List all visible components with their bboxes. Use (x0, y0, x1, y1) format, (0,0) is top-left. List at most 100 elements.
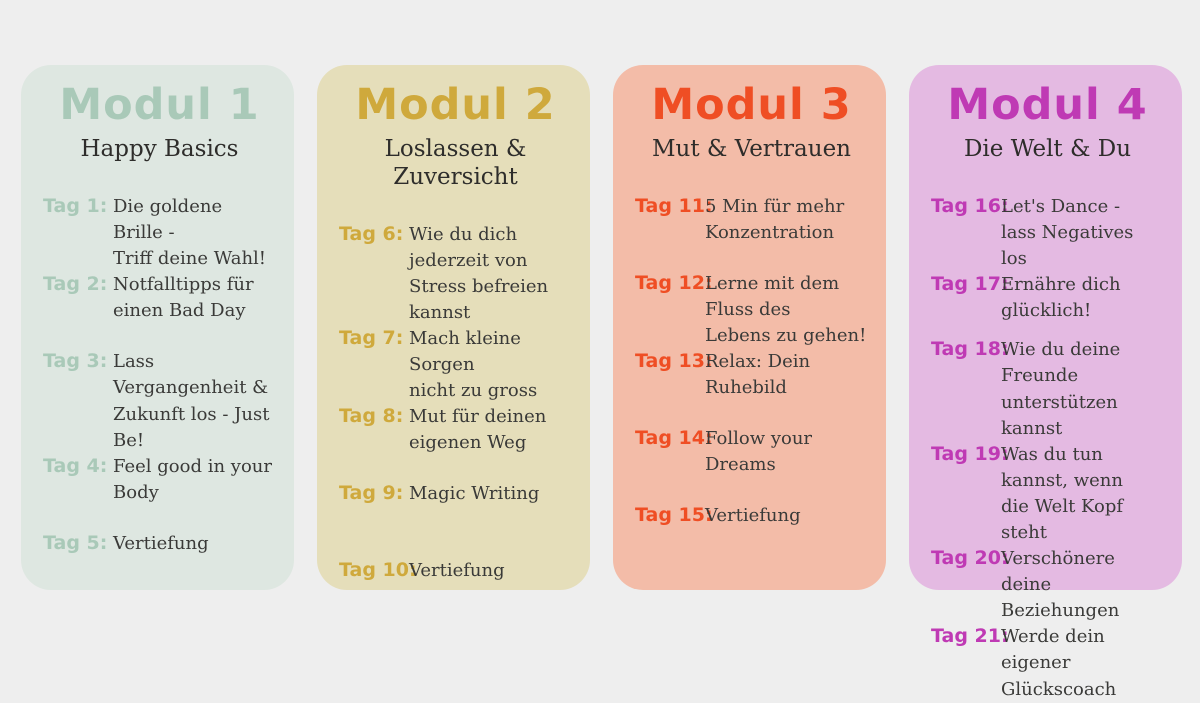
day-text: Wie du deine Freunde unterstützen kannst (993, 337, 1164, 441)
day-label: Tag 21: (931, 625, 1009, 648)
day-item-16: Tag 16: Let's Dance - lass Negatives los (931, 194, 1164, 272)
module-card-1: Modul 1 Happy Basics Tag 1: Die goldene … (21, 65, 294, 590)
day-label: Tag 19: (931, 442, 1009, 465)
day-text-line2: Stress befreien kannst (409, 275, 549, 323)
day-text-line2: Konzentration (705, 222, 835, 244)
day-item-3: Tag 3: Lass Vergangenheit & Zukunft los … (43, 349, 276, 453)
day-item-9: Tag 9: Magic Writing (339, 481, 572, 558)
day-text-line1: Wie du deine Freunde (1001, 339, 1121, 387)
day-label: Tag 11: (635, 195, 713, 218)
module-4-title: Modul 4 (947, 80, 1148, 130)
day-item-17: Tag 17: Ernähre dich glücklich! (931, 272, 1164, 337)
day-item-5: Tag 5: Vertiefung (43, 531, 276, 608)
day-label: Tag 8: (339, 405, 404, 428)
day-text-line2: Beziehungen (1001, 600, 1120, 622)
day-text-line1: Die goldene Brille - (113, 196, 223, 244)
day-label: Tag 1: (43, 195, 108, 218)
day-label: Tag 17: (931, 273, 1009, 296)
day-label: Tag 18: (931, 338, 1009, 361)
day-text: Let's Dance - lass Negatives los (993, 194, 1164, 272)
day-label: Tag 14: (635, 427, 713, 450)
module-2-day-list: Tag 6: Wie du dich jederzeit von Stress … (339, 222, 572, 636)
day-text-line2: nicht zu gross (409, 380, 538, 402)
day-label: Tag 5: (43, 531, 108, 554)
day-label: Tag 2: (43, 273, 108, 296)
day-label: Tag 9: (339, 482, 404, 505)
day-text: Magic Writing (401, 481, 572, 507)
day-text-line1: Mach kleine Sorgen (409, 328, 521, 376)
day-text-line1: Vertiefung (113, 532, 209, 554)
module-4-subtitle: Die Welt & Du (963, 136, 1132, 163)
day-label: Tag 7: (339, 327, 404, 349)
day-text: Die goldene Brille - Triff deine Wahl! (105, 194, 276, 272)
day-text-line2: einen Bad Day (113, 300, 246, 322)
day-text-line2: die Welt Kopf steht (1001, 495, 1124, 543)
day-text-line1: Mut für deinen (409, 406, 547, 428)
day-label: Tag 3: (43, 350, 108, 373)
module-4-day-list: Tag 16: Let's Dance - lass Negatives los… (931, 194, 1164, 703)
day-text: Mut für deinen eigenen Weg (401, 404, 572, 456)
day-label: Tag 12: (635, 272, 713, 295)
day-label: Tag 13: (635, 350, 713, 373)
day-text-line1: 5 Min für mehr (705, 196, 845, 218)
day-text: Mach kleine Sorgen nicht zu gross (401, 326, 572, 404)
day-text: Werde dein eigener Glückscoach (993, 624, 1164, 702)
day-item-15: Tag 15: Vertiefung (635, 503, 868, 580)
day-text-line1: Vertiefung (409, 560, 505, 582)
day-text-line1: Magic Writing (409, 483, 540, 505)
day-item-7: Tag 7: Mach kleine Sorgen nicht zu gross (339, 326, 572, 404)
day-text: Follow your Dreams (697, 426, 868, 478)
day-text: Wie du dich jederzeit von Stress befreie… (401, 222, 572, 326)
day-text-line2: Glückscoach (1001, 678, 1117, 700)
day-text-line1: Follow your Dreams (705, 428, 813, 476)
day-text: Was du tun kannst, wenn die Welt Kopf st… (993, 442, 1164, 546)
day-text: Notfalltipps für einen Bad Day (105, 272, 276, 324)
day-text-line2: Lebens zu gehen! (705, 325, 867, 347)
day-item-14: Tag 14: Follow your Dreams (635, 426, 868, 503)
day-item-21: Tag 21: Werde dein eigener Glückscoach (931, 624, 1164, 702)
module-2-subtitle: Loslassen & Zuversicht (384, 136, 527, 191)
day-text-line1: Relax: Dein Ruhebild (705, 351, 811, 399)
day-item-4: Tag 4: Feel good in your Body (43, 454, 276, 531)
day-text-line1: Let's Dance - (1001, 196, 1121, 218)
day-text: Vertiefung (401, 558, 572, 584)
day-text-line1: Werde dein eigener (1001, 626, 1105, 674)
day-item-10: Tag 10: Vertiefung (339, 558, 572, 635)
day-item-19: Tag 19: Was du tun kannst, wenn die Welt… (931, 442, 1164, 546)
day-item-2: Tag 2: Notfalltipps für einen Bad Day (43, 272, 276, 349)
module-3-day-list: Tag 11: 5 Min für mehr Konzentration Tag… (635, 194, 868, 580)
day-text: Lass Vergangenheit & Zukunft los - Just … (105, 349, 276, 453)
day-label: Tag 15: (635, 504, 713, 527)
day-label: Tag 4: (43, 454, 108, 477)
module-1-subtitle: Happy Basics (80, 136, 239, 163)
day-text: Vertiefung (105, 531, 276, 557)
day-text-line1: Lass Vergangenheit & (113, 351, 269, 399)
day-text: Verschönere deine Beziehungen (993, 546, 1164, 624)
module-2-title: Modul 2 (355, 80, 556, 130)
day-text: Vertiefung (697, 503, 868, 529)
day-label: Tag 10: (339, 559, 417, 582)
day-label: Tag 16: (931, 195, 1009, 218)
day-item-20: Tag 20: Verschönere deine Beziehungen (931, 546, 1164, 624)
day-text-line2: unterstützen kannst (1001, 391, 1118, 439)
day-text-line2: Zukunft los - Just Be! (113, 403, 270, 451)
day-text-line1: Verschönere deine (1001, 548, 1115, 596)
module-card-4: Modul 4 Die Welt & Du Tag 16: Let's Danc… (909, 65, 1182, 700)
module-card-3: Modul 3 Mut & Vertrauen Tag 11: 5 Min fü… (613, 65, 886, 590)
day-text: Feel good in your Body (105, 454, 276, 506)
day-item-6: Tag 6: Wie du dich jederzeit von Stress … (339, 222, 572, 326)
day-item-13: Tag 13: Relax: Dein Ruhebild (635, 349, 868, 426)
day-text: Ernähre dich glücklich! (993, 272, 1164, 324)
day-text-line2: Triff deine Wahl! (113, 248, 267, 270)
module-1-title: Modul 1 (59, 80, 260, 130)
day-text-line1: Lerne mit dem Fluss des (705, 273, 840, 321)
day-item-1: Tag 1: Die goldene Brille - Triff deine … (43, 194, 276, 272)
day-text-line1: Ernähre dich glücklich! (1001, 274, 1121, 322)
day-label: Tag 6: (339, 222, 404, 245)
day-text-line2: eigenen Weg (409, 432, 527, 454)
day-text-line2: lass Negatives los (1001, 222, 1134, 270)
module-card-2: Modul 2 Loslassen & Zuversicht Tag 6: Wi… (317, 65, 590, 590)
day-text-line1: Vertiefung (705, 505, 801, 527)
day-item-8: Tag 8: Mut für deinen eigenen Weg (339, 404, 572, 481)
module-1-day-list: Tag 1: Die goldene Brille - Triff deine … (43, 194, 276, 608)
